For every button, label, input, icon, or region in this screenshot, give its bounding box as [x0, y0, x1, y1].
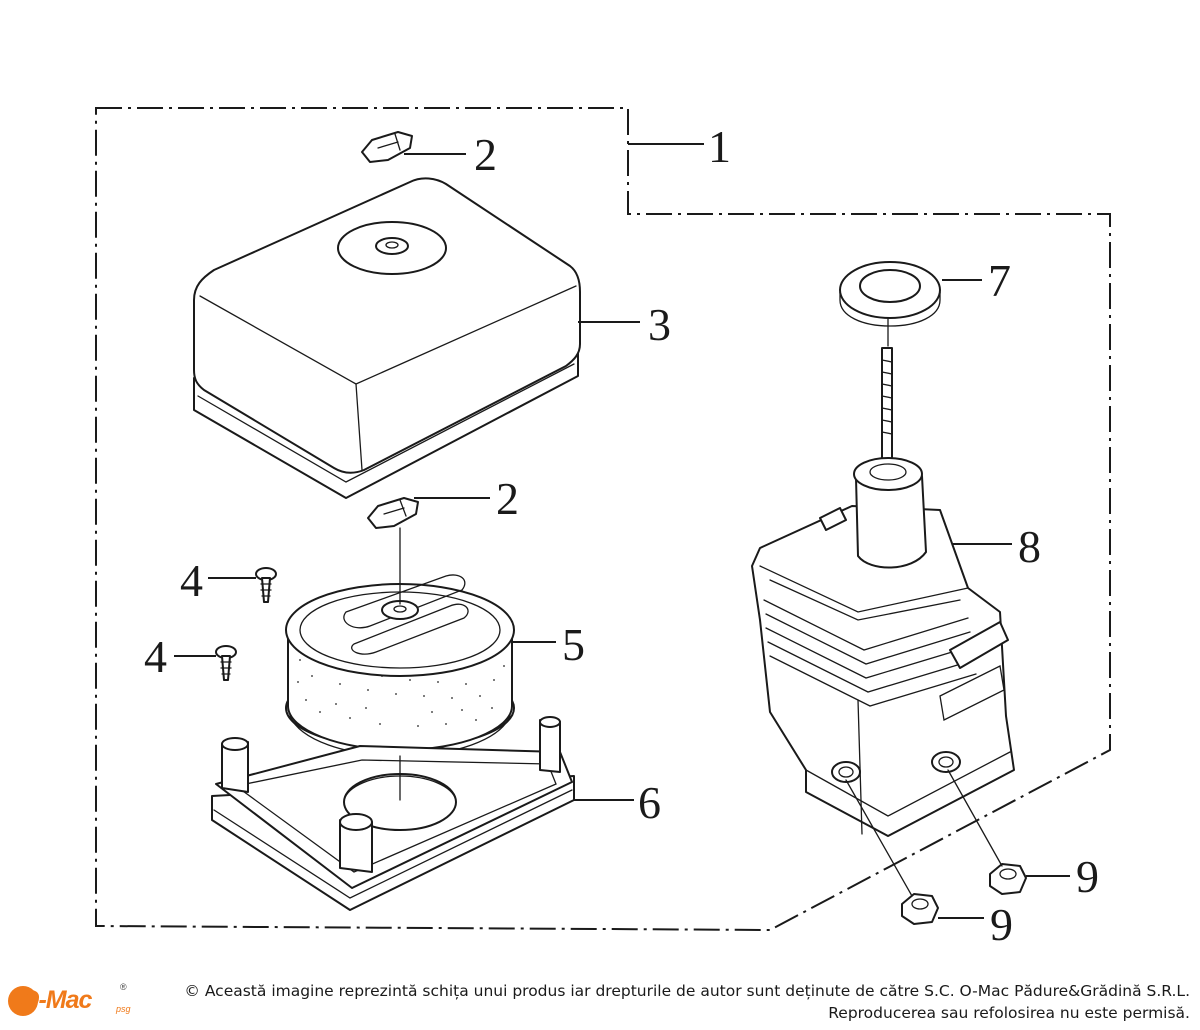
logo-registered-mark: ®	[120, 982, 127, 992]
screw-upper	[255, 567, 277, 603]
logo-swoosh-icon	[8, 986, 38, 1016]
callout-2-lower: 2	[496, 473, 519, 524]
callout-9-lower: 9	[990, 899, 1013, 950]
callout-4-upper: 4	[180, 555, 203, 606]
callout-6: 6	[638, 777, 661, 828]
footer: O-Mac ® psg © Această imagine reprezintă…	[0, 974, 1200, 1030]
leader-lines	[174, 143, 1070, 919]
omac-logo: O-Mac ® psg	[8, 980, 144, 1024]
callout-7: 7	[988, 255, 1011, 306]
clip-top-part	[361, 131, 413, 163]
air-cleaner-base	[211, 716, 575, 911]
callout-4-lower: 4	[144, 631, 167, 682]
callout-3: 3	[648, 299, 671, 350]
logo-text: O-Mac	[20, 986, 92, 1014]
callout-5: 5	[562, 619, 585, 670]
copyright-notice: © Această imagine reprezintă schița unui…	[150, 980, 1190, 1024]
screw-lower	[215, 645, 237, 681]
seal-ring	[839, 261, 941, 327]
callout-1: 1	[708, 121, 731, 172]
assembly-boundary	[95, 107, 1111, 932]
callout-2-top: 2	[474, 129, 497, 180]
callout-9-upper: 9	[1076, 851, 1099, 902]
logo-suffix: psg	[116, 1004, 131, 1014]
callout-8: 8	[1018, 521, 1041, 572]
air-cleaner-elbow	[751, 347, 1015, 837]
copyright-line-1: © Această imagine reprezintă schița unui…	[184, 982, 1190, 1000]
air-cleaner-cover	[193, 177, 581, 499]
copyright-line-2: Reproducerea sau refolosirea nu este per…	[828, 1004, 1190, 1022]
nut-lower	[901, 893, 939, 925]
nut-upper	[989, 863, 1027, 895]
clip-lower-part	[367, 497, 419, 529]
